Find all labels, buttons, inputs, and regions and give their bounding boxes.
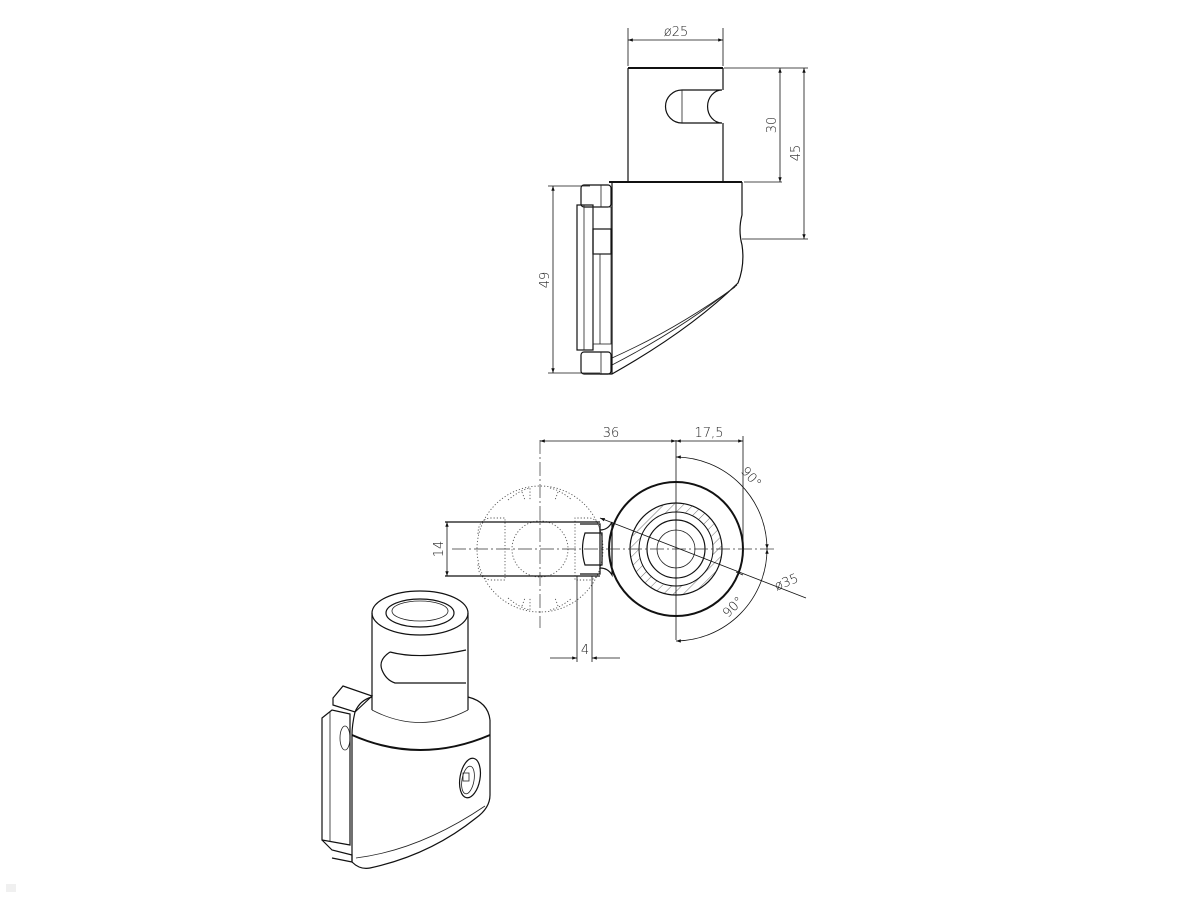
iso-side-hole xyxy=(458,757,482,799)
dim-upper-height: 45 xyxy=(742,67,808,240)
dim-label-tube-height: 30 xyxy=(765,117,780,134)
dim-label-rotation-lower: 90° xyxy=(720,594,747,621)
rail-clip xyxy=(576,184,612,375)
dim-clip-depth: 4 xyxy=(550,576,620,662)
dim-label-upper-height: 45 xyxy=(789,145,804,162)
iso-tube-slot xyxy=(380,651,466,684)
dim-tube-diameter: ø25 xyxy=(627,25,724,66)
dim-label-outer-diameter: ø35 xyxy=(773,571,801,594)
clip-nose xyxy=(581,532,603,566)
watermark-mark xyxy=(6,884,16,892)
dim-label-rail-slot: 14 xyxy=(432,541,447,558)
dim-label-tube-diameter: ø25 xyxy=(664,25,689,40)
dim-rail-slot: 14 xyxy=(432,522,449,576)
dim-label-clip-depth: 4 xyxy=(581,643,589,658)
tube-slot xyxy=(664,89,723,124)
top-view: 36 17,5 14 4 90° 90° xyxy=(432,426,807,662)
dim-tube-height: 30 xyxy=(724,67,782,183)
iso-view xyxy=(321,590,491,869)
dim-label-body-height: 49 xyxy=(538,272,553,289)
dim-body-height: 49 xyxy=(538,185,600,374)
dim-rail-offset: 36 xyxy=(540,426,676,443)
dim-label-rail-offset: 36 xyxy=(603,426,620,441)
dim-label-rotation-upper: 90° xyxy=(737,464,764,491)
base-body xyxy=(600,181,744,375)
tube-body xyxy=(627,67,724,182)
dim-label-radius-offset: 17,5 xyxy=(695,426,724,441)
side-view: ø25 30 45 49 xyxy=(538,25,808,375)
